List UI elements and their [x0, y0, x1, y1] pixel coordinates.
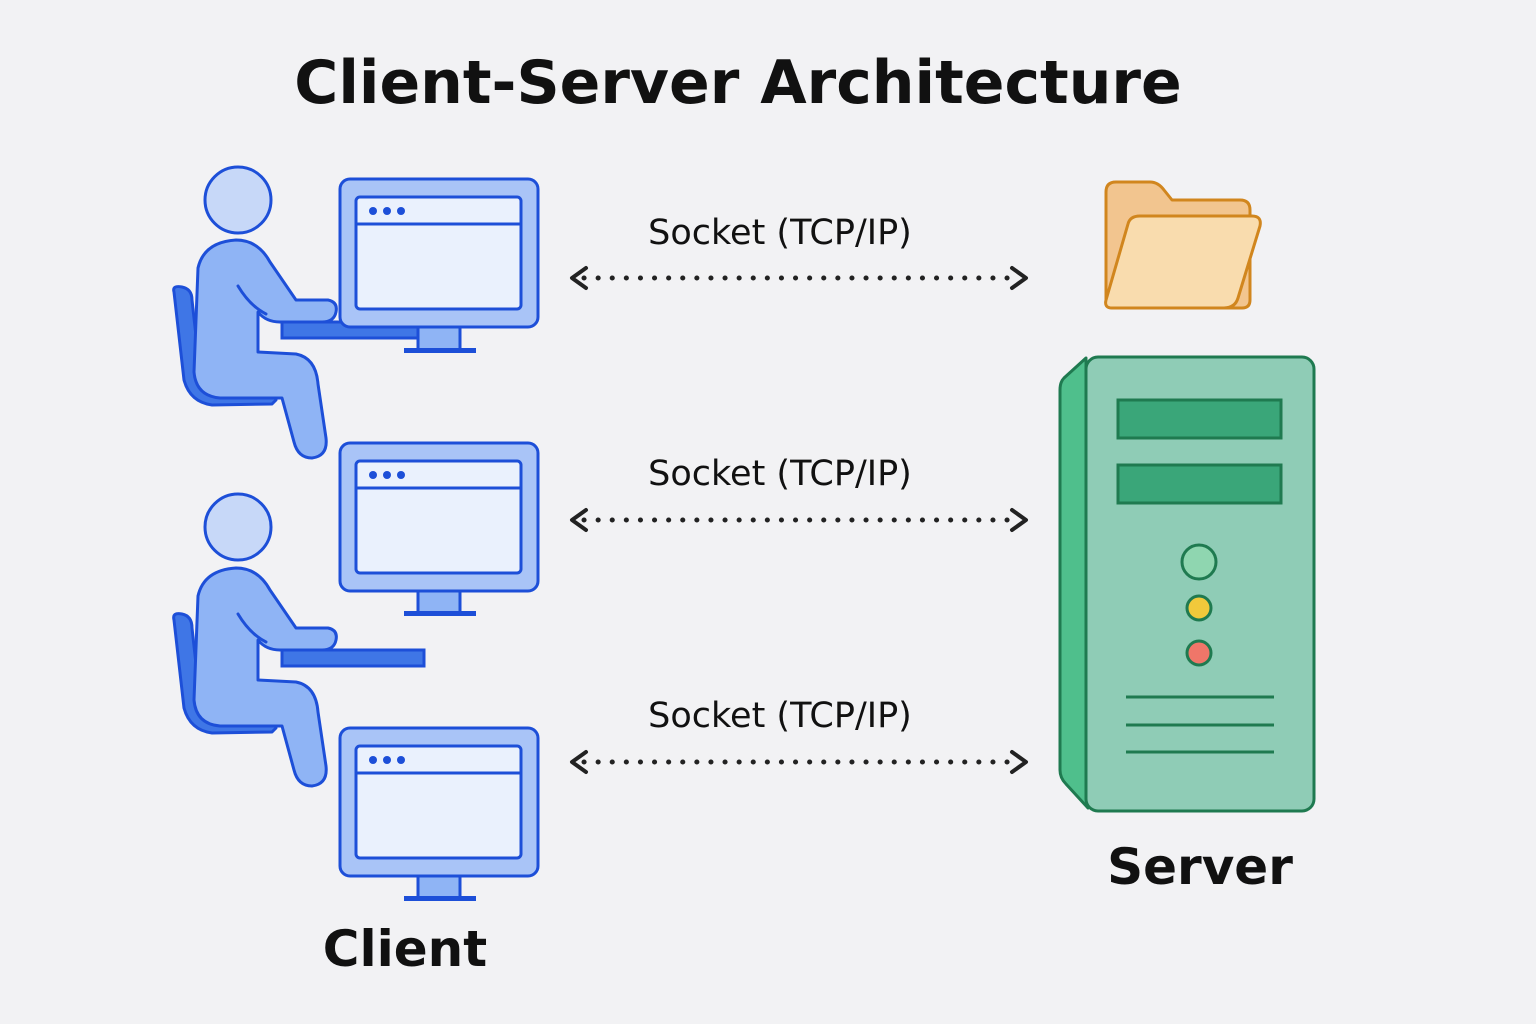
- connection-label: Socket (TCP/IP): [648, 454, 912, 494]
- client-label: Client: [322, 920, 488, 978]
- connection-label: Socket (TCP/IP): [648, 213, 912, 253]
- monitor-icon: [338, 441, 540, 616]
- person-at-desk-icon: [172, 165, 426, 460]
- server-tower-icon: [1058, 355, 1316, 813]
- connection-arrow: [570, 750, 1028, 774]
- server-label: Server: [1107, 838, 1293, 896]
- folder-icon: [1104, 180, 1262, 310]
- connection-arrow: [570, 508, 1028, 532]
- person-at-desk-icon: [172, 492, 426, 788]
- diagram-title: Client-Server Architecture: [294, 48, 1182, 118]
- monitor-icon: [338, 177, 540, 353]
- connection-label: Socket (TCP/IP): [648, 696, 912, 736]
- monitor-icon: [338, 726, 540, 901]
- connection-arrow: [570, 266, 1028, 290]
